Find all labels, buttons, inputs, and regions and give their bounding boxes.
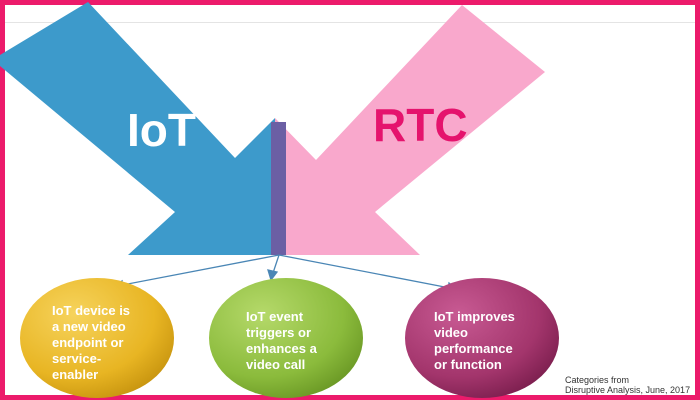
circle-iot-improves — [405, 278, 559, 398]
circle-iot-event — [209, 278, 363, 398]
circle-text-endpoint: IoT device is a new video endpoint or se… — [52, 303, 131, 382]
circle-text-improves: IoT improves video performance or functi… — [434, 309, 515, 372]
arrow-overlap — [271, 122, 286, 255]
rtc-label: RTC — [373, 99, 468, 151]
rtc-arrow — [275, 5, 545, 255]
circle-iot-endpoint — [20, 278, 174, 398]
source-note: Categories from Disruptive Analysis, Jun… — [565, 375, 691, 395]
iot-label: IoT — [127, 104, 196, 156]
header-divider — [5, 22, 695, 23]
iot-arrow — [0, 2, 275, 255]
circle-text-event: IoT event triggers or enhances a video c… — [246, 309, 317, 372]
